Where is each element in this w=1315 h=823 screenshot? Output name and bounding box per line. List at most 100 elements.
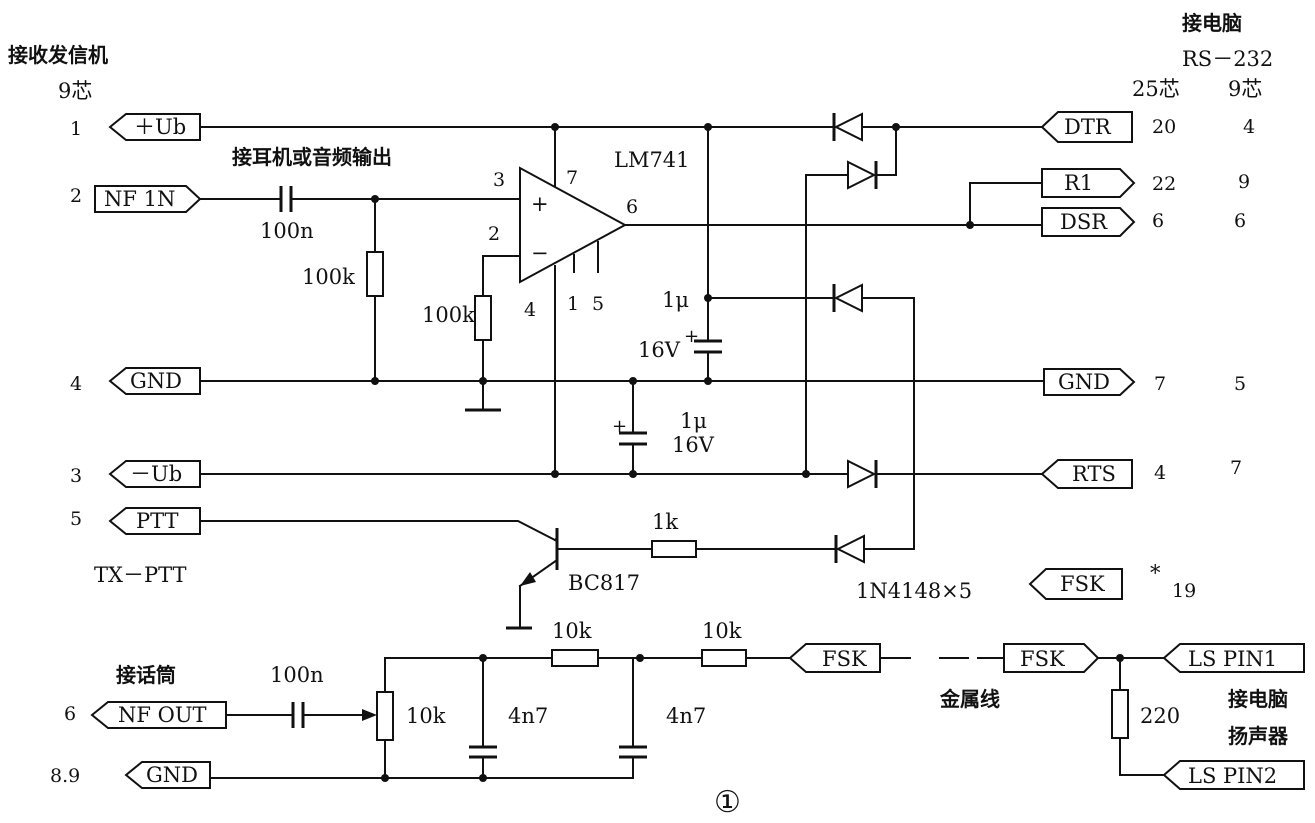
opamp-pin-3: 3 bbox=[493, 169, 505, 191]
pin-9: 4 bbox=[1243, 116, 1255, 138]
resistor-rf2 bbox=[701, 649, 747, 667]
connector-label: NF 1N bbox=[104, 187, 175, 211]
connector-label: FSK bbox=[1020, 647, 1065, 671]
potentiometer-10k bbox=[376, 691, 394, 741]
svg-text:+: + bbox=[684, 326, 699, 347]
metal-wire-note: 金属线 bbox=[939, 687, 1000, 711]
c2-value: 1μ bbox=[680, 409, 707, 433]
transceiver-title: 接收发信机 bbox=[8, 43, 108, 67]
speaker-note-2: 扬声器 bbox=[1228, 724, 1289, 748]
connector-gnd-top: 4 GND bbox=[70, 367, 201, 395]
resistor-r-fb bbox=[474, 295, 492, 341]
connector-minus-ub: 3 －Ub bbox=[70, 460, 201, 488]
opamp-pin-4: 4 bbox=[524, 299, 536, 321]
speaker-note-1: 接电脑 bbox=[1228, 687, 1288, 711]
connector-label: R1 bbox=[1064, 171, 1093, 195]
opamp-pin-5: 5 bbox=[592, 293, 604, 315]
c-out-value: 100n bbox=[270, 663, 324, 687]
resistor-r-base bbox=[651, 540, 697, 558]
opamp-name: LM741 bbox=[614, 148, 690, 172]
diode-d5 bbox=[834, 534, 865, 564]
pin-25: 22 bbox=[1152, 173, 1176, 195]
pin-25: 7 bbox=[1154, 373, 1166, 395]
connector-label: GND bbox=[130, 369, 182, 393]
connector-pin-number: 3 bbox=[70, 465, 82, 487]
connector-label: LS PIN2 bbox=[1188, 764, 1277, 788]
connector-pin-number: 5 bbox=[70, 508, 82, 530]
r-fb-value: 100k bbox=[422, 303, 475, 327]
transceiver-core-count: 9芯 bbox=[58, 79, 92, 103]
r-base-value: 1k bbox=[652, 510, 678, 534]
connector-nf-out: 6 NF OUT bbox=[64, 701, 227, 729]
diode-d2 bbox=[805, 160, 897, 190]
asterisk-note: * bbox=[1150, 561, 1161, 585]
cf2-value: 4n7 bbox=[666, 704, 706, 728]
pin-25: 6 bbox=[1152, 210, 1164, 232]
c2-voltage: 16V bbox=[672, 433, 715, 457]
junction bbox=[636, 654, 644, 662]
connector-label: RTS bbox=[1072, 462, 1116, 486]
opamp-pin-6: 6 bbox=[626, 196, 638, 218]
connector-gnd-right: GND 7 5 bbox=[1043, 368, 1246, 396]
earphone-note: 接耳机或音频输出 bbox=[232, 145, 392, 169]
connector-dtr: DTR 20 4 bbox=[1040, 111, 1255, 143]
pin-25: 20 bbox=[1152, 116, 1176, 138]
capacitor-cf1 bbox=[469, 745, 497, 759]
pin-9: 5 bbox=[1234, 373, 1246, 395]
pin-9: 6 bbox=[1234, 210, 1246, 232]
junction bbox=[479, 774, 487, 782]
connector-gnd-bottom: 8.9 GND bbox=[50, 761, 211, 789]
connector-fsk-mid: FSK * 19 bbox=[1028, 561, 1196, 602]
diode-d4 bbox=[847, 459, 878, 489]
rs232-label: RS－232 bbox=[1182, 47, 1273, 71]
diode-d1 bbox=[832, 112, 863, 142]
capacitor-c2: + bbox=[612, 416, 647, 446]
opamp-pin-1: 1 bbox=[567, 293, 579, 315]
connector-label: FSK bbox=[822, 647, 867, 671]
col-9-pin: 9芯 bbox=[1228, 77, 1262, 101]
c1-value: 1μ bbox=[662, 288, 689, 312]
pin-25: 4 bbox=[1154, 462, 1166, 484]
rf1-value: 10k bbox=[552, 619, 592, 643]
mic-note: 接话筒 bbox=[116, 663, 176, 687]
diode-d3 bbox=[832, 283, 863, 313]
wire-ptt bbox=[199, 520, 557, 542]
wire-ls2 bbox=[1119, 737, 1165, 776]
pot-value: 10k bbox=[406, 704, 446, 728]
opamp-plus: + bbox=[531, 192, 549, 216]
connector-ls-pin2: LS PIN2 bbox=[1162, 760, 1305, 790]
connector-fsk-wire-left: FSK bbox=[788, 643, 881, 673]
capacitor-c1: + bbox=[684, 326, 722, 354]
connector-pin-number: 4 bbox=[70, 373, 82, 395]
transistor-label: BC817 bbox=[568, 571, 640, 595]
connector-fsk-wire-right: FSK bbox=[1003, 643, 1100, 673]
capacitor-c-out bbox=[291, 702, 305, 728]
diode-label: 1N4148×5 bbox=[856, 579, 972, 603]
svg-text:+: + bbox=[612, 416, 627, 437]
connector-label: PTT bbox=[136, 509, 179, 533]
c-in-value: 100n bbox=[260, 219, 314, 243]
connector-label: GND bbox=[1058, 370, 1110, 394]
cf1-value: 4n7 bbox=[508, 704, 548, 728]
c1-voltage: 16V bbox=[638, 338, 681, 362]
connector-label: NF OUT bbox=[118, 703, 207, 727]
connector-ptt: 5 PTT bbox=[70, 507, 201, 535]
resistor-rf1 bbox=[551, 649, 599, 667]
connector-pin-number: 6 bbox=[64, 703, 76, 725]
resistor-r-in bbox=[366, 251, 384, 297]
fsk-pin: 19 bbox=[1172, 580, 1196, 602]
connector-nf-in: 2 NF 1N bbox=[70, 185, 202, 213]
connector-label: DTR bbox=[1064, 115, 1112, 139]
connector-pin-number: 2 bbox=[70, 185, 82, 207]
figure-number: ① bbox=[714, 785, 741, 820]
opamp-minus: − bbox=[531, 241, 549, 265]
connector-label: GND bbox=[146, 763, 198, 787]
connector-label: DSR bbox=[1060, 210, 1108, 234]
capacitor-cf2 bbox=[619, 745, 647, 759]
pin-9: 7 bbox=[1230, 457, 1242, 479]
connector-pin-number: 1 bbox=[70, 118, 82, 140]
connector-dsr: DSR 6 6 bbox=[1041, 207, 1246, 237]
connector-label: －Ub bbox=[130, 462, 182, 486]
junction bbox=[381, 774, 389, 782]
